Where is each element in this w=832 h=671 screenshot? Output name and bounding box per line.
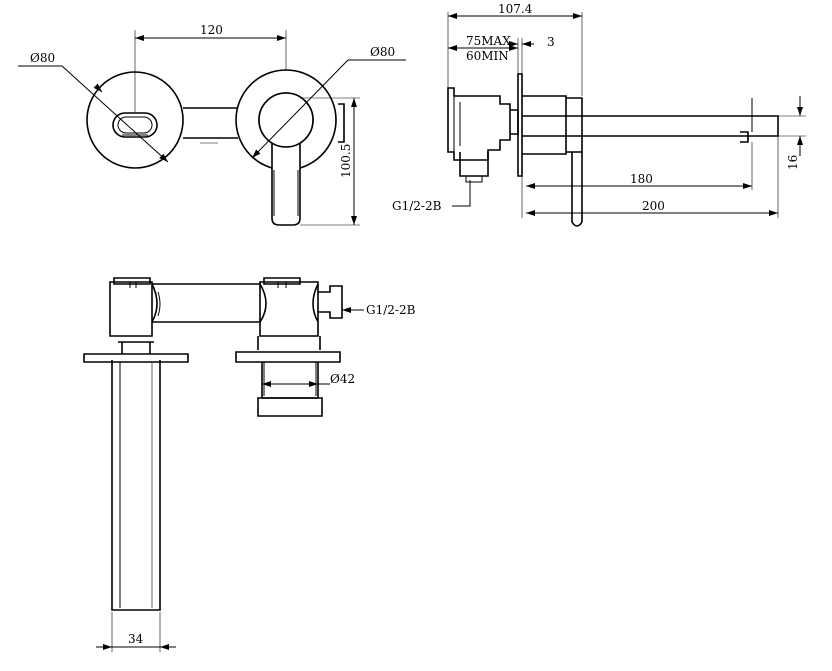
dim-right-diameter: Ø80 [370, 45, 395, 59]
top-cartridge [261, 362, 319, 399]
top-view: G1/2-2B Ø42 34 [83, 277, 416, 652]
dim-height: 100.5 [339, 144, 353, 178]
dim-spout-height: 16 [786, 155, 800, 170]
connecting-bar [183, 107, 238, 139]
dim-body-diameter: Ø42 [330, 372, 355, 386]
dim-spout-width: 34 [128, 632, 144, 646]
side-handle [571, 152, 583, 227]
wall-plate [517, 73, 523, 177]
top-cross-pipe [152, 283, 260, 323]
inlet-stub [459, 152, 489, 177]
dim-left-diameter: Ø80 [30, 51, 55, 65]
top-right-housing [259, 281, 319, 337]
label-inlet-thread-top: G1/2-2B [366, 303, 416, 317]
dim-plate: 3 [547, 35, 555, 49]
dim-depth: 107.4 [498, 2, 533, 16]
dim-wall-max: 75MAX [466, 34, 511, 48]
label-inlet-thread-side: G1/2-2B [392, 199, 442, 213]
top-inlet [318, 285, 343, 319]
valve-body [447, 87, 511, 161]
top-left-housing [109, 281, 153, 337]
dim-wall-min: 60MIN [466, 49, 509, 63]
side-spout [522, 115, 779, 137]
dim-spacing: 120 [200, 23, 223, 37]
top-spout-tube [111, 360, 161, 611]
handle-lever [271, 139, 301, 226]
side-view: 107.4 75MAX 60MIN 3 180 200 16 G1/2-2B [392, 2, 806, 227]
dim-overall-length: 200 [642, 199, 665, 213]
top-left-plate [83, 353, 189, 363]
front-view: 120 Ø80 Ø80 100.5 [18, 23, 406, 226]
top-right-plate [235, 351, 341, 363]
dim-spout-reach: 180 [630, 172, 653, 186]
left-outlet-oval [112, 112, 158, 138]
